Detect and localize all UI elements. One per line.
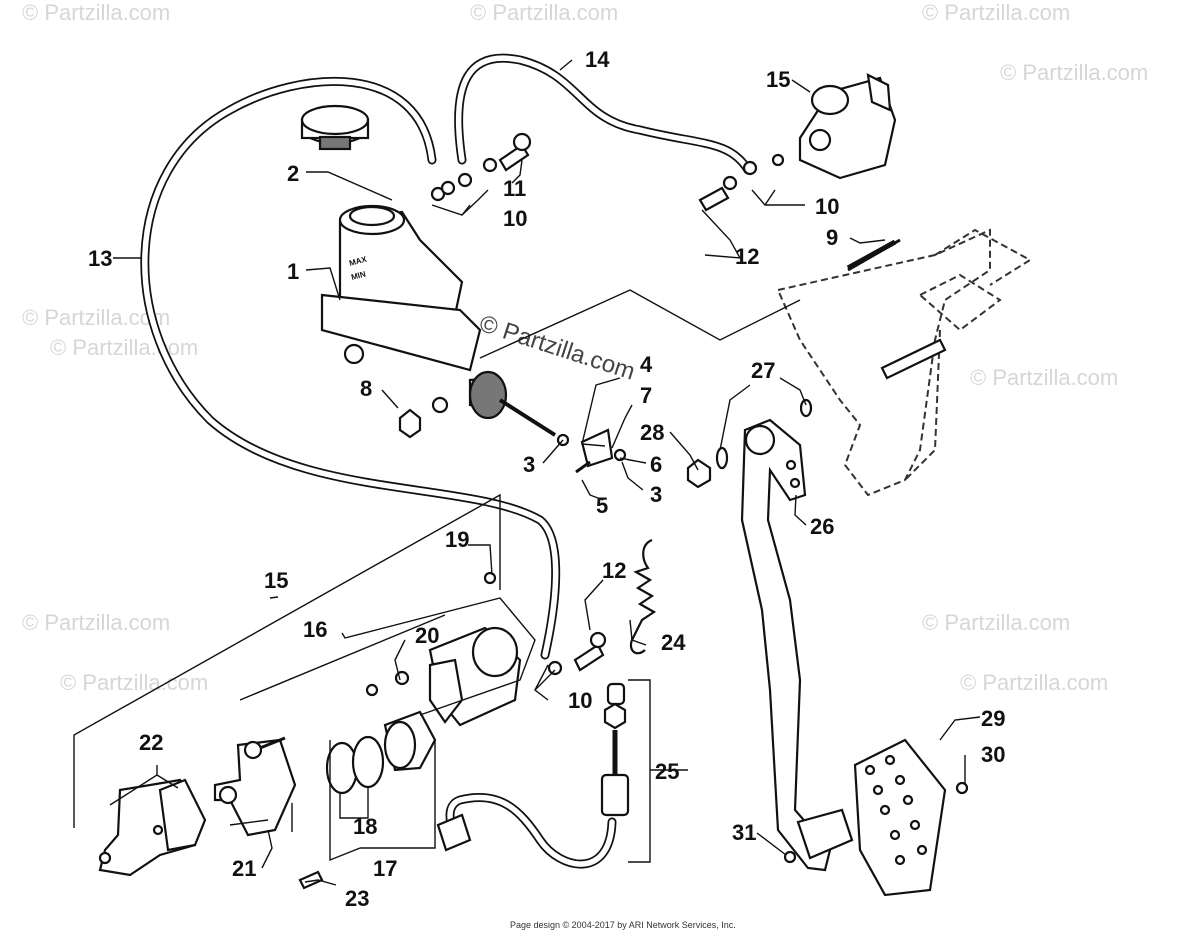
- callout-23: 23: [345, 886, 369, 911]
- watermark: © Partzilla.com: [50, 335, 198, 360]
- hose-13: [140, 76, 561, 660]
- callout-29: 29: [981, 706, 1005, 731]
- rod-9: [846, 239, 897, 271]
- caliper-bracket-21: [213, 736, 324, 890]
- brake-switch-25: [436, 682, 630, 852]
- watermark: © Partzilla.com: [960, 670, 1108, 695]
- callout-14: 14: [585, 47, 610, 72]
- watermark: © Partzilla.com: [970, 365, 1118, 390]
- callout-15: 15: [766, 67, 790, 92]
- callout-28: 28: [640, 420, 664, 445]
- callout-18: 18: [353, 814, 377, 839]
- callout-13: 13: [88, 246, 112, 271]
- callout-3: 3: [650, 482, 662, 507]
- brake-pedal: [686, 398, 969, 897]
- callout-20: 20: [415, 623, 439, 648]
- callout-27: 27: [751, 358, 775, 383]
- callout-15: 15: [264, 568, 288, 593]
- watermark: © Partzilla.com: [922, 610, 1070, 635]
- footer-copyright: Page design © 2004-2017 by ARI Network S…: [510, 920, 736, 930]
- callout-4: 4: [640, 352, 653, 377]
- callout-1: 1: [287, 259, 299, 284]
- caliper-lower: [325, 571, 607, 795]
- callout-7: 7: [640, 383, 652, 408]
- master-cylinder: MAX MIN: [300, 104, 557, 437]
- callout-16: 16: [303, 617, 327, 642]
- brake-pads-22: [98, 778, 207, 877]
- clevis-hardware: [556, 428, 627, 474]
- watermark: © Partzilla.com: [1000, 60, 1148, 85]
- caliper-upper: [698, 73, 897, 212]
- callout-30: 30: [981, 742, 1005, 767]
- callout-12: 12: [735, 244, 759, 269]
- callout-labels: 1 2 3 3 4 5 6 7 8 9 10 10 10 11 12 12 13…: [88, 47, 1005, 911]
- watermark: © Partzilla.com: [22, 610, 170, 635]
- callout-22: 22: [139, 730, 163, 755]
- callout-12: 12: [602, 558, 626, 583]
- pedal-bracket: [776, 228, 1032, 497]
- watermark: © Partzilla.com: [22, 0, 170, 25]
- spring-24: [629, 538, 657, 655]
- banjo-hardware-top: [430, 132, 532, 202]
- callout-10: 10: [815, 194, 839, 219]
- hose-14: [454, 53, 753, 175]
- callout-5: 5: [596, 493, 608, 518]
- callout-11: 11: [503, 176, 526, 201]
- callout-10: 10: [568, 688, 592, 713]
- min-label: MIN: [350, 269, 367, 282]
- callout-21: 21: [232, 856, 256, 881]
- switch-wire: [445, 792, 617, 869]
- callout-10: 10: [503, 206, 527, 231]
- callout-19: 19: [445, 527, 469, 552]
- callout-17: 17: [373, 856, 397, 881]
- leader-lines: [73, 59, 981, 886]
- callout-26: 26: [810, 514, 834, 539]
- callout-8: 8: [360, 376, 372, 401]
- callout-6: 6: [650, 452, 662, 477]
- callout-3: 3: [523, 452, 535, 477]
- callout-9: 9: [826, 225, 838, 250]
- callout-2: 2: [287, 161, 299, 186]
- watermark: © Partzilla.com: [470, 0, 618, 25]
- nut-8: [398, 396, 449, 439]
- watermark: © Partzilla.com: [60, 670, 208, 695]
- callout-25: 25: [655, 759, 679, 784]
- watermark: © Partzilla.com: [922, 0, 1070, 25]
- callout-24: 24: [661, 630, 686, 655]
- callout-31: 31: [732, 820, 756, 845]
- center-watermark: © Partzilla.com: [476, 310, 638, 386]
